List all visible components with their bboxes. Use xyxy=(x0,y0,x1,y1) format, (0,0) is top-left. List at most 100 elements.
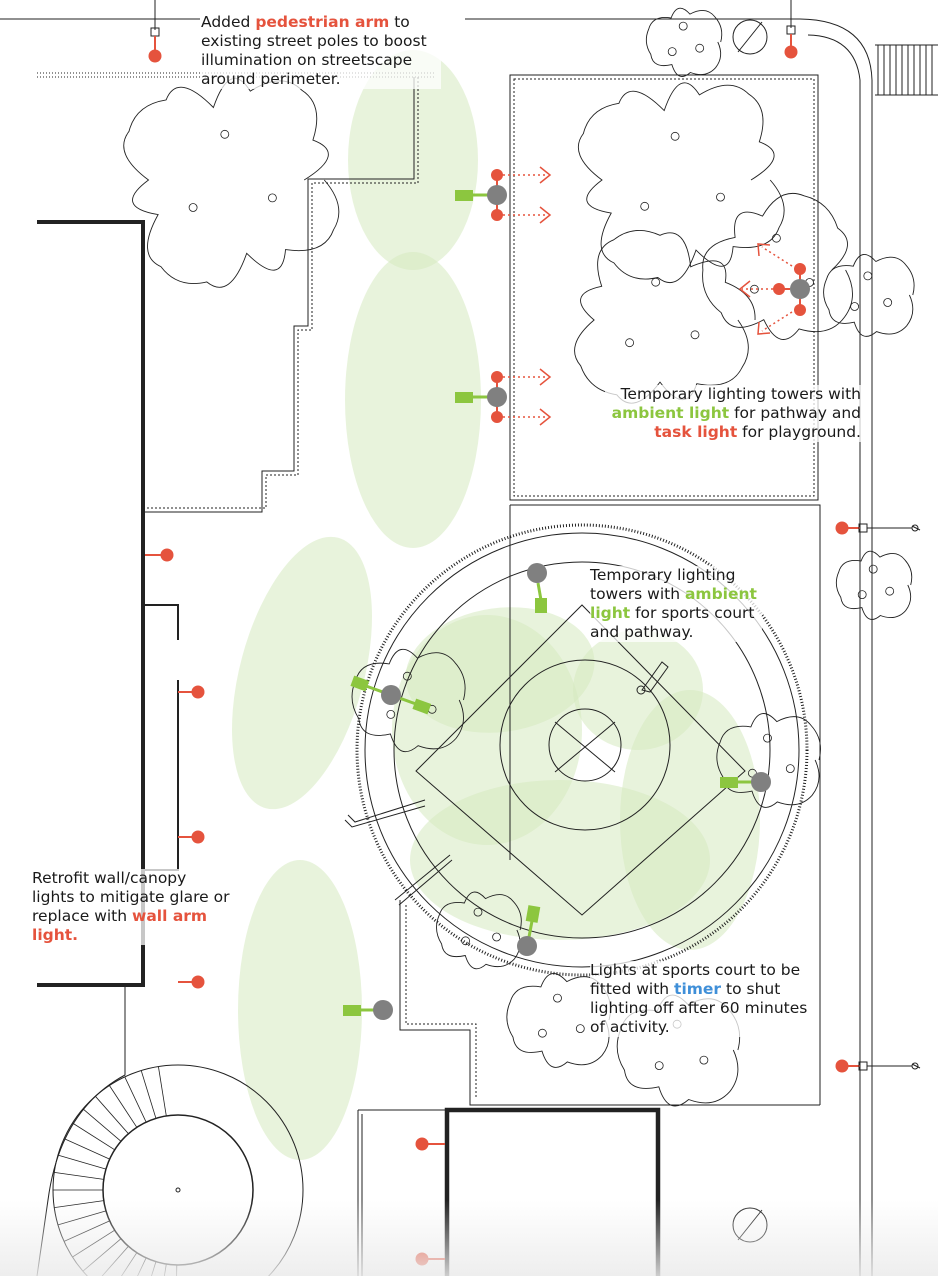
lighting-tower-icon xyxy=(455,169,507,221)
tree-trunk-mark xyxy=(678,21,688,31)
tree-trunk-mark xyxy=(863,271,873,281)
bottom-fade xyxy=(0,1200,938,1276)
court-bench xyxy=(394,854,453,906)
lighting-tower-icon xyxy=(343,1000,393,1020)
wall-arm-light-icon xyxy=(415,1137,445,1151)
stair-tread xyxy=(124,1076,147,1123)
tree-trunk-mark xyxy=(785,764,795,773)
task-light-label: task light xyxy=(654,423,738,441)
court-ring-inner xyxy=(364,532,800,968)
walkway-edge xyxy=(399,900,820,1106)
tree-trunk-mark xyxy=(690,330,700,340)
task-light-arrows xyxy=(503,166,793,426)
tree-trunk-mark xyxy=(857,590,867,599)
lighting-tower-icon xyxy=(350,675,432,715)
tree-trunk-mark xyxy=(695,43,705,53)
court-ring-track xyxy=(393,561,771,939)
stair-tread xyxy=(72,1122,115,1151)
tree-trunk-mark xyxy=(750,284,759,294)
utility-slash xyxy=(737,21,763,53)
tree-trunk-mark xyxy=(651,277,661,287)
ambient-light-pools xyxy=(232,50,760,1160)
stair-tread xyxy=(158,1066,167,1116)
note-text: for sports court and pathway. xyxy=(590,604,755,641)
playground-towers-note: Temporary lighting towers with ambient l… xyxy=(605,385,861,442)
tree-trunk-mark xyxy=(461,936,471,946)
building-wall xyxy=(145,604,179,871)
street-corner-curb xyxy=(799,18,873,1276)
tree-canopy-icon xyxy=(702,192,853,340)
building-outline xyxy=(37,220,145,508)
light-direction-arrow-icon xyxy=(503,368,552,386)
building-outline xyxy=(444,1107,661,1276)
pedestrian-arm-icon xyxy=(835,1059,921,1073)
street-poles xyxy=(148,0,921,1073)
sports-court-hoop-icon xyxy=(641,661,669,693)
tree-trunk-mark xyxy=(188,203,198,212)
court-center-cross xyxy=(554,721,616,773)
tree-canopy-icon xyxy=(123,78,340,288)
tree-trunk-mark xyxy=(473,907,483,917)
tree-trunk-mark xyxy=(220,129,230,139)
tree-trunk-mark xyxy=(386,710,396,719)
pedestrian-arm-icon xyxy=(784,0,798,59)
light-direction-arrow-icon xyxy=(757,311,793,335)
ambient-light-pool xyxy=(345,252,481,548)
note-text: for playground. xyxy=(737,423,861,441)
wall-arm-light-icon xyxy=(145,548,174,562)
pedestrian-arm-note: Added pedestrian arm to existing street … xyxy=(201,13,441,89)
note-text: Lights at sports court to be fitted with xyxy=(590,961,801,998)
lighting-tower-icon xyxy=(773,263,810,316)
lighting-tower-icon xyxy=(455,371,507,423)
tree-canopy-icon xyxy=(436,891,522,970)
stair-treads xyxy=(875,44,938,96)
wall-arm-light-icon xyxy=(178,830,205,844)
note-text: to existing street poles to boost illumi… xyxy=(201,13,427,88)
tree-trunk-mark xyxy=(640,201,650,211)
tree-trunk-mark xyxy=(575,1024,585,1033)
tree-trunk-mark xyxy=(625,338,634,348)
note-text: to shut lighting off after 60 minutes of… xyxy=(590,980,808,1036)
wall-canopy-note: Retrofit wall/canopy lights to mitigate … xyxy=(32,869,232,945)
tree-trunk-mark xyxy=(670,131,680,141)
tree-trunk-mark xyxy=(553,993,562,1003)
stair-tread xyxy=(109,1085,138,1128)
court-center-circle xyxy=(548,708,622,782)
tree-canopy-icon xyxy=(835,550,913,620)
court-center-ring xyxy=(499,659,671,831)
note-text: Temporary lighting towers with xyxy=(620,385,861,403)
light-direction-arrow-icon xyxy=(503,206,552,224)
ambient-light-pool xyxy=(348,50,478,270)
pedestrian-arm-icon xyxy=(148,0,162,63)
sports-court xyxy=(344,523,809,977)
tree-canopy-icon xyxy=(506,973,611,1068)
timer-label: timer xyxy=(674,980,722,998)
utility-circle xyxy=(732,19,768,55)
stair-tread xyxy=(63,1138,110,1160)
ambient-light-label: ambient light xyxy=(590,585,757,622)
pedestrian-arm-label: pedestrian arm xyxy=(255,13,390,31)
court-diamond xyxy=(415,604,746,916)
wall-arm-light-label: wall arm light. xyxy=(32,907,208,944)
wall-arm-light-icon xyxy=(178,975,205,989)
lighting-tower-icon xyxy=(527,563,547,613)
light-direction-arrow-icon xyxy=(503,408,552,426)
tree-canopy-icon xyxy=(574,229,756,404)
tree-canopy-icon xyxy=(578,82,785,283)
stair-tread xyxy=(54,1172,104,1180)
ambient-light-label: ambient light xyxy=(611,404,730,422)
court-bench xyxy=(344,805,426,828)
pedestrian-arm-icon xyxy=(835,521,921,535)
tree-trunk-mark xyxy=(716,192,725,202)
stair-tread xyxy=(57,1154,107,1170)
tree-trunk-mark xyxy=(654,1061,664,1070)
tree-canopies xyxy=(123,7,915,1107)
note-text: Temporary lighting towers with xyxy=(590,566,736,603)
light-direction-arrow-icon xyxy=(757,243,793,267)
court-enclosure xyxy=(509,504,821,1105)
stair-tread xyxy=(95,1095,129,1134)
street-sidewalk-edge xyxy=(807,34,861,1276)
tree-trunk-mark xyxy=(868,564,878,574)
tree-trunk-mark xyxy=(267,193,277,203)
stair-tread xyxy=(82,1108,122,1142)
